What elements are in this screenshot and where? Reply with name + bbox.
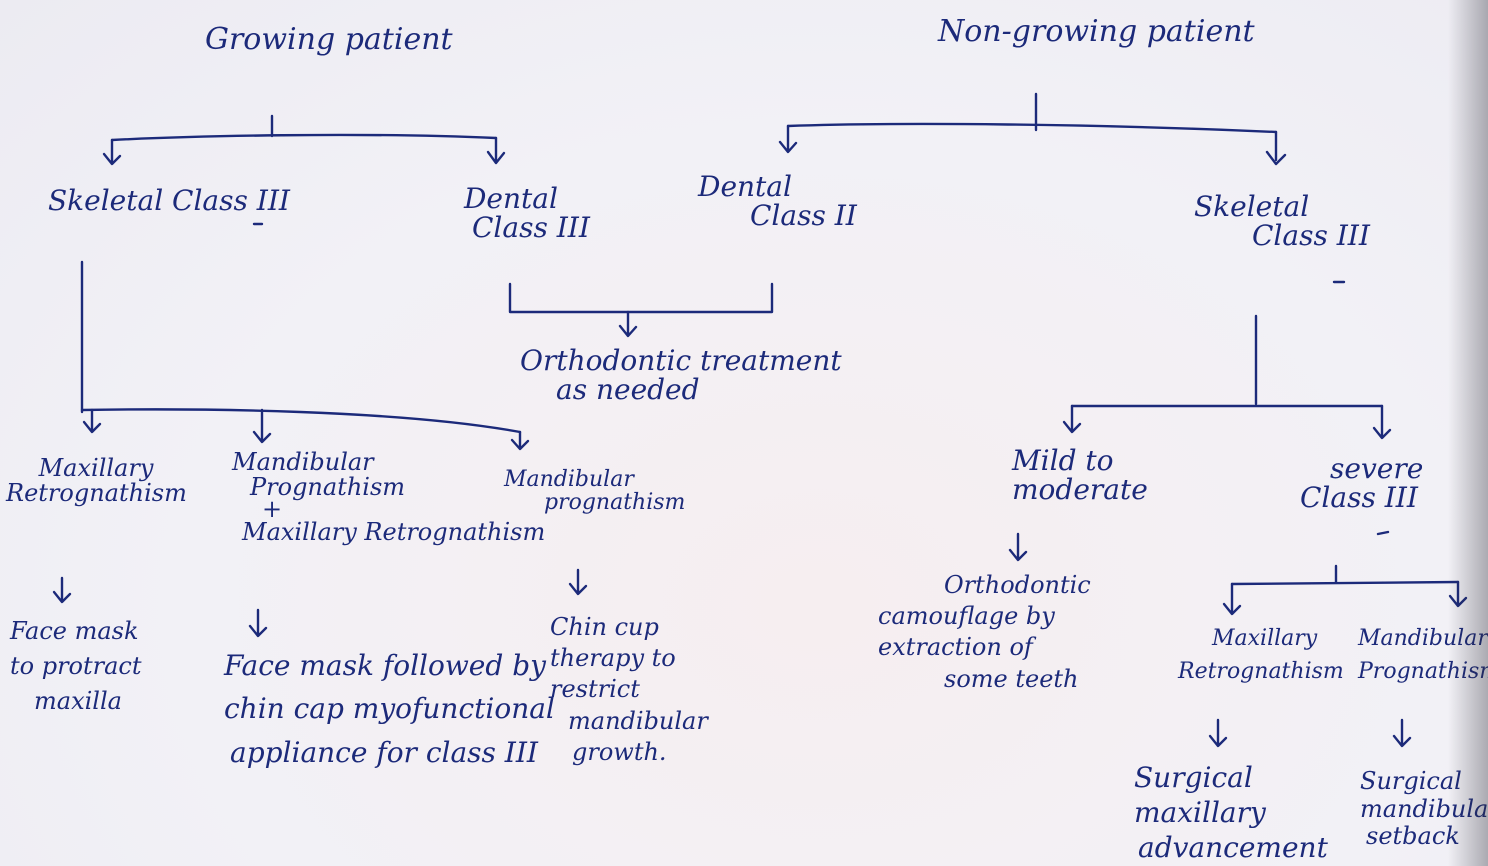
label-line: Prognathism [250,473,406,502]
treatment-line: maxilla [34,686,122,715]
arrow-to-combined [252,408,272,444]
label-line: prognathism [544,490,686,516]
arrow-to-chin-cup [568,568,588,596]
mandibular-prognathism-label: Mandibular prognathism [504,468,685,514]
treatment-line: chin cap myofunctional [224,692,555,726]
treatment-line: Face mask followed by [224,649,546,682]
maxillary-retrognathism-label: Maxillary Retrognathism [6,454,187,508]
label-line: severe [1330,452,1424,485]
chin-cup-treatment: Chin cup therapy to restrict mandibular … [550,612,708,768]
ortho-line: as needed [556,373,700,407]
arrow-to-mand-prog [510,430,530,451]
label-line: Prognathism [1358,659,1488,684]
treatment-line: setback [1366,822,1460,851]
camouflage-treatment: Orthodontic camouflage by extraction of … [878,570,1091,695]
treatment-line: therapy to [550,644,676,673]
treatment-line: mandibular [1360,794,1488,823]
arrow-to-face-mask [52,576,72,604]
label-line: Maxillary [1212,626,1318,651]
underline-mark [1376,530,1390,536]
combined-label: Mandibular Prognathism + Maxillary Retro… [232,448,546,546]
dental-bracket [508,282,774,314]
skeletal-right-line: Class III [1252,219,1370,253]
dental-class3: Dental Class III [432,184,590,243]
arrow-to-surg-max [1208,718,1228,748]
label-line: Class III [1300,481,1418,515]
label-line: + [262,495,283,524]
dental-class2: Dental Class II [698,172,857,231]
dental-class3-line: Dental [463,182,558,215]
severe-class3-label: severe Class III [1300,454,1423,513]
mild-to-moderate-label: Mild to moderate [1012,446,1148,505]
treatment-line: restrict [550,675,640,704]
arrow-to-mild [1062,404,1082,434]
growing-bar [110,133,498,142]
heading-nongrowing-patient: Non-growing patient [938,14,1255,49]
arrow-to-maxillary-retro [82,408,102,434]
treatment-line: appliance for class III [230,735,538,769]
treatment-line: to protract [10,651,142,680]
arrow-to-face-mask-chin [248,608,268,638]
treatment-line: Orthodontic [944,571,1091,599]
label-line: moderate [1012,473,1148,507]
arrow-to-sev-mandibular [1448,580,1468,608]
treatment-line: maxillary [1134,796,1266,829]
severe-mandibular-label: Mandibular Prognathism [1358,622,1488,688]
face-mask-treatment: Face mask to protract maxilla [10,614,142,718]
treatment-line: Surgical [1360,767,1462,795]
label-line: Mandibular [1358,626,1488,651]
label-line: Mild to [1012,444,1114,477]
label-line: Mandibular [232,448,374,476]
arrow-to-severe [1372,404,1392,440]
heading-growing-patient: Growing patient [205,22,453,57]
arrow-to-skeletal-right [1265,130,1287,166]
label-line: Maxillary [38,454,154,482]
dental-class2-line: Class II [750,199,857,233]
treatment-line: extraction of [878,633,1033,662]
ortho-treatment-as-needed: Orthodontic treatment as needed [520,346,842,405]
arrow-to-dental-class3 [486,136,506,165]
surgical-mandibular-setback: Surgical mandibular setback [1360,767,1488,851]
surgical-maxillary-advancement: Surgical maxillary advancement [1134,760,1328,865]
treatment-line: camouflage by [878,602,1055,631]
arrow-to-ortho [618,310,638,338]
treatment-line: Face mask [10,617,139,645]
arrow-to-sev-maxillary [1222,582,1242,616]
label-line: Maxillary Retrognathism [242,517,546,546]
severe-bar [1230,580,1460,586]
arrow-to-skeletal-left [102,138,122,166]
dental-class3-line: Class III [472,211,590,245]
skeletal-left-bar [80,408,522,434]
treatment-line: advancement [1138,831,1328,864]
severe-maxillary-label: Maxillary Retrognathism [1178,622,1344,688]
ortho-line: Orthodontic treatment [520,344,842,377]
treatment-line: some teeth [944,664,1079,693]
treatment-line: mandibular [568,706,708,735]
treatment-line: growth. [572,737,667,766]
skeletal-right-line: Skeletal [1194,190,1310,223]
treatment-line: Surgical [1134,761,1253,794]
face-mask-chin-cap-treatment: Face mask followed by chin cap myofuncti… [224,644,555,774]
skeletal-class3-nongrowing: Skeletal Class III [1194,192,1370,251]
treatment-line: Chin cup [550,613,659,641]
label-line: Mandibular [504,467,634,492]
arrow-to-dental-class2 [778,124,798,154]
dental-class2-line: Dental [698,170,792,203]
nongrowing-bar [786,122,1278,134]
label-line: Retrognathism [6,479,187,508]
skeletal-class3-growing: Skeletal Class III [48,184,290,217]
arrow-to-camouflage [1008,532,1028,562]
label-line: Retrognathism [1178,659,1344,684]
arrow-to-surg-mand [1392,718,1412,748]
